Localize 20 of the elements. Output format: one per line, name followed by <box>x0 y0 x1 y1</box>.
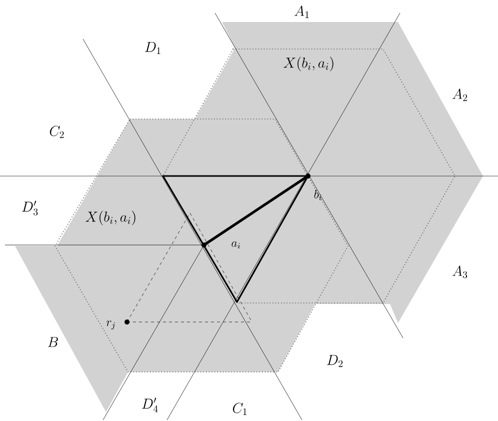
region-label: $D'_4$ <box>142 398 158 412</box>
line-segment <box>126 212 190 322</box>
region-label: $D_1$ <box>145 42 160 54</box>
region-label: $X(b_i,a_i)$ <box>86 210 136 226</box>
point-label: $a_i$ <box>232 241 240 249</box>
region-label: $C_1$ <box>232 402 246 415</box>
region-label: $B$ <box>48 337 58 347</box>
point <box>202 242 206 248</box>
point-label: $r_j$ <box>106 320 115 330</box>
line-segment <box>203 174 309 246</box>
region-label: $A_3$ <box>452 266 468 278</box>
region-label: $D_2$ <box>327 355 343 367</box>
point <box>124 320 130 324</box>
region-label: $A_1$ <box>294 6 309 18</box>
region-label: $C_2$ <box>50 126 64 138</box>
region-label: $X(b_i,a_i)$ <box>284 56 334 72</box>
point-label: $b_i$ <box>314 190 322 200</box>
region-label: $D'_3$ <box>22 200 38 216</box>
point <box>306 174 310 178</box>
region-label: $A_2$ <box>452 88 468 101</box>
